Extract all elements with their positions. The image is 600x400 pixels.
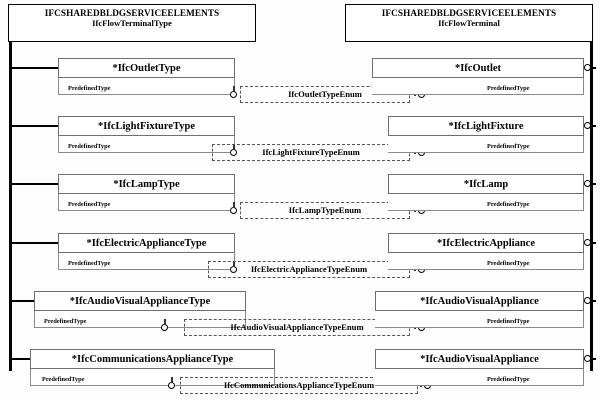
right-supertype-spine — [590, 42, 593, 371]
entity-IfcAudioVisualAppliance[interactable]: *IfcAudioVisualAppliance — [375, 291, 584, 311]
attrbox-IfcLightFixture — [388, 136, 584, 153]
right-branch-circle-1 — [584, 64, 591, 71]
attr-label-IfcOutlet: PredefinedType — [487, 85, 530, 92]
attrbox-IfcLamp — [388, 194, 584, 211]
attr-label-IfcElectricAppliance: PredefinedType — [487, 260, 530, 267]
attrbox-IfcElectricAppliance — [388, 253, 584, 270]
attr-label-IfcOutletType: PredefinedType — [68, 85, 111, 92]
attrbox-IfcOutletType — [58, 78, 235, 95]
right-branch-2 — [591, 125, 596, 127]
left-branch-3 — [11, 183, 67, 185]
right-schema-header: IFCSHAREDBLDGSERVICEELEMENTS IfcFlowTerm… — [345, 4, 593, 42]
entity-IfcCommunicationsApplianceType[interactable]: *IfcCommunicationsApplianceType — [30, 349, 275, 369]
enum-IfcLampTypeEnum[interactable]: IfcLampTypeEnum — [240, 202, 410, 219]
entity-IfcLightFixture[interactable]: *IfcLightFixture — [388, 116, 584, 136]
left-schema-header: IFCSHAREDBLDGSERVICEELEMENTS IfcFlowTerm… — [8, 4, 256, 42]
right-branch-circle-4 — [584, 239, 591, 246]
right-schema-name: IFCSHAREDBLDGSERVICEELEMENTS — [381, 8, 557, 18]
entity-IfcAudioVisualAppliance-2[interactable]: *IfcAudioVisualAppliance — [375, 349, 584, 369]
right-branch-circle-5 — [584, 297, 591, 304]
right-branch-6 — [591, 358, 596, 360]
attrbox-IfcLampType — [58, 194, 235, 211]
attr-tick-left-4 — [233, 261, 235, 267]
entity-IfcLightFixtureType[interactable]: *IfcLightFixtureType — [58, 116, 235, 136]
attr-label-IfcAudioVisualAppliance: PredefinedType — [487, 318, 530, 325]
attr-tick-left-3 — [233, 202, 235, 208]
right-branch-circle-6 — [584, 355, 591, 362]
attrbox-IfcAudioVisualAppliance-2 — [375, 369, 584, 386]
enum-IfcLightFixtureTypeEnum[interactable]: IfcLightFixtureTypeEnum — [212, 144, 410, 161]
attrbox-IfcOutlet — [372, 78, 584, 95]
attr-label-IfcLightFixtureType: PredefinedType — [68, 143, 111, 150]
attr-tick-left-5 — [164, 319, 166, 325]
right-branch-4 — [591, 242, 596, 244]
left-branch-1 — [11, 67, 67, 69]
right-schema-entity: IfcFlowTerminal — [438, 17, 500, 28]
left-branch-4 — [11, 242, 67, 244]
right-branch-1 — [591, 67, 596, 69]
left-schema-entity: IfcFlowTerminalType — [92, 17, 172, 28]
attr-label-IfcCommunicationsApplianceType: PredefinedType — [42, 376, 85, 383]
entity-IfcOutletType[interactable]: *IfcOutletType — [58, 58, 235, 78]
enum-IfcElectricApplianceTypeEnum[interactable]: IfcElectricApplianceTypeEnum — [208, 261, 410, 278]
attr-label-IfcLamp: PredefinedType — [487, 201, 530, 208]
entity-IfcElectricAppliance[interactable]: *IfcElectricAppliance — [388, 233, 584, 253]
attr-tick-left-1 — [233, 86, 235, 92]
entity-IfcAudioVisualApplianceType[interactable]: *IfcAudioVisualApplianceType — [34, 291, 246, 311]
entity-IfcLamp[interactable]: *IfcLamp — [388, 174, 584, 194]
attr-circle-left-6 — [168, 382, 175, 389]
entity-IfcElectricApplianceType[interactable]: *IfcElectricApplianceType — [58, 233, 235, 253]
attr-circle-left-3 — [230, 207, 237, 214]
left-supertype-spine — [9, 42, 12, 371]
right-branch-circle-2 — [584, 122, 591, 129]
right-branch-3 — [591, 183, 596, 185]
attr-label-IfcAudioVisualAppliance-2: PredefinedType — [487, 376, 530, 383]
attr-tick-left-6 — [171, 377, 173, 383]
attr-tick-left-2 — [233, 144, 235, 150]
right-branch-circle-3 — [584, 180, 591, 187]
attr-label-IfcElectricApplianceType: PredefinedType — [68, 260, 111, 267]
attrbox-IfcAudioVisualAppliance — [375, 311, 584, 328]
entity-IfcOutlet[interactable]: *IfcOutlet — [372, 58, 584, 78]
attr-circle-left-5 — [161, 324, 168, 331]
attr-label-IfcLightFixture: PredefinedType — [487, 143, 530, 150]
entity-IfcLampType[interactable]: *IfcLampType — [58, 174, 235, 194]
attr-label-IfcAudioVisualApplianceType: PredefinedType — [44, 318, 87, 325]
attr-label-IfcLampType: PredefinedType — [68, 201, 111, 208]
left-branch-2 — [11, 125, 67, 127]
left-schema-name: IFCSHAREDBLDGSERVICEELEMENTS — [44, 8, 220, 18]
right-branch-5 — [591, 300, 596, 302]
attr-circle-left-1 — [230, 91, 237, 98]
